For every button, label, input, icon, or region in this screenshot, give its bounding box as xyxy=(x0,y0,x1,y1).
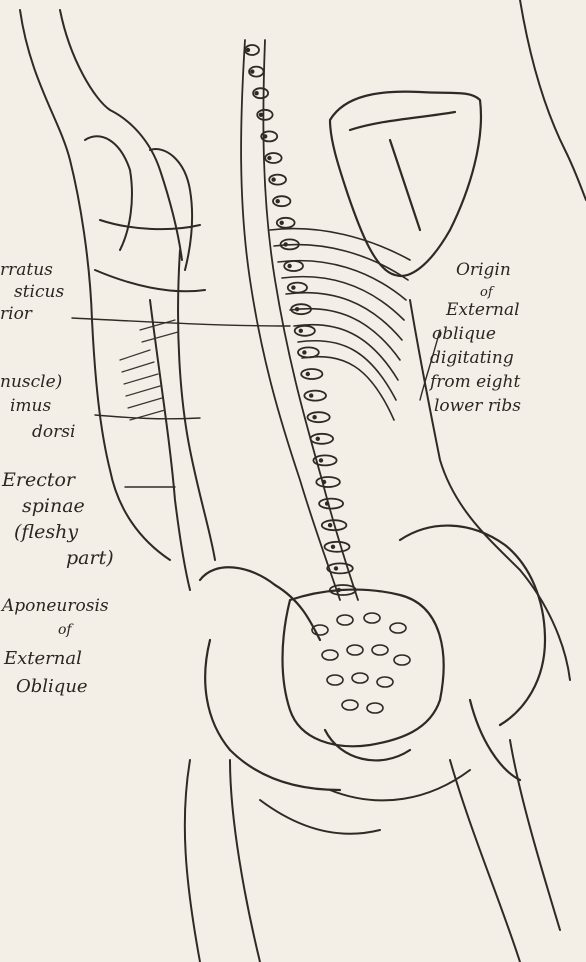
vertebra-mark xyxy=(328,523,332,527)
vertebra xyxy=(325,542,350,552)
vertebra xyxy=(311,434,334,444)
sacral-foramen xyxy=(342,700,358,710)
label-serratus-line3: rior xyxy=(0,306,32,323)
vertebra-mark xyxy=(267,156,271,160)
label-serratus-line2: sticus xyxy=(14,284,64,301)
vertebra-mark xyxy=(319,458,323,462)
vertebra xyxy=(327,563,353,573)
sacral-foramen xyxy=(322,650,338,660)
rib xyxy=(286,293,402,340)
vertebra-mark xyxy=(325,501,329,505)
rib xyxy=(294,325,398,380)
vertebra xyxy=(284,261,303,271)
vertebra xyxy=(304,391,326,401)
legs xyxy=(185,740,560,962)
label-muscle: nuscle) xyxy=(0,374,62,391)
vertebra-mark xyxy=(287,264,291,268)
label-origin-line2: of xyxy=(480,284,493,301)
sacral-foramen xyxy=(390,623,406,633)
sacral-foramen xyxy=(372,645,388,655)
vertebra-mark xyxy=(250,69,254,73)
pelvis xyxy=(200,526,545,790)
vertebra-mark xyxy=(299,329,303,333)
vertebra-mark xyxy=(276,199,280,203)
label-erector-line4: part) xyxy=(66,550,114,567)
vertebra-mark xyxy=(263,134,267,138)
vertebra xyxy=(277,218,295,228)
sacral-foramen xyxy=(337,615,353,625)
sacral-foramen xyxy=(367,703,383,713)
vertebrae xyxy=(245,45,356,595)
label-serratus-line1: rratus xyxy=(0,262,53,279)
sacral-foramen xyxy=(347,645,363,655)
vertebra-mark xyxy=(322,480,326,484)
latissimus-hatching xyxy=(120,320,178,420)
vertebra-mark xyxy=(291,285,295,289)
right-scapula xyxy=(330,92,481,276)
label-origin-line3: External xyxy=(446,302,520,319)
label-latissimus-line2: dorsi xyxy=(32,424,75,441)
vertebra-mark xyxy=(334,566,338,570)
label-erector-line1: Erector xyxy=(2,472,75,489)
label-erector-line2: spinae xyxy=(22,498,85,515)
vertebra-mark xyxy=(259,113,263,117)
sacrum-foramina xyxy=(312,613,410,713)
label-erector-line3: (fleshy xyxy=(14,524,78,541)
vertebra-mark xyxy=(254,91,258,95)
vertebra xyxy=(308,412,330,422)
vertebra-mark xyxy=(271,177,275,181)
vertebra-mark xyxy=(306,372,310,376)
sacral-foramen xyxy=(394,655,410,665)
label-aponeurosis-line4: Oblique xyxy=(16,678,88,695)
sacral-foramen xyxy=(377,677,393,687)
vertebra xyxy=(288,283,307,293)
label-aponeurosis-line3: External xyxy=(4,650,82,667)
label-latissimus-line1: imus xyxy=(10,398,51,415)
label-origin-line6: from eight xyxy=(430,374,520,391)
vertebra xyxy=(301,369,322,379)
rib xyxy=(302,357,394,420)
vertebra-mark xyxy=(280,221,284,225)
sacral-foramen xyxy=(364,613,380,623)
vertebra xyxy=(295,326,315,336)
left-flank xyxy=(150,250,215,590)
vertebra-mark xyxy=(302,350,306,354)
vertebra-mark xyxy=(312,415,316,419)
vertebra xyxy=(298,347,319,357)
vertebra-mark xyxy=(316,437,320,441)
label-origin-line4: oblique xyxy=(432,326,496,343)
vertebra xyxy=(316,477,340,487)
sacral-foramen xyxy=(327,675,343,685)
vertebra-mark xyxy=(309,393,313,397)
label-origin-line7: lower ribs xyxy=(434,398,521,415)
sacral-foramen xyxy=(352,673,368,683)
label-aponeurosis-line1: Aponeurosis xyxy=(2,598,109,615)
label-origin-line5: digitating xyxy=(430,350,514,367)
spine xyxy=(241,40,358,600)
label-origin-line1: Origin xyxy=(456,262,511,279)
ribs xyxy=(270,229,410,420)
vertebra-mark xyxy=(246,48,250,52)
vertebra xyxy=(319,499,343,509)
label-aponeurosis-line2: of xyxy=(58,622,72,639)
vertebra-mark xyxy=(331,545,335,549)
